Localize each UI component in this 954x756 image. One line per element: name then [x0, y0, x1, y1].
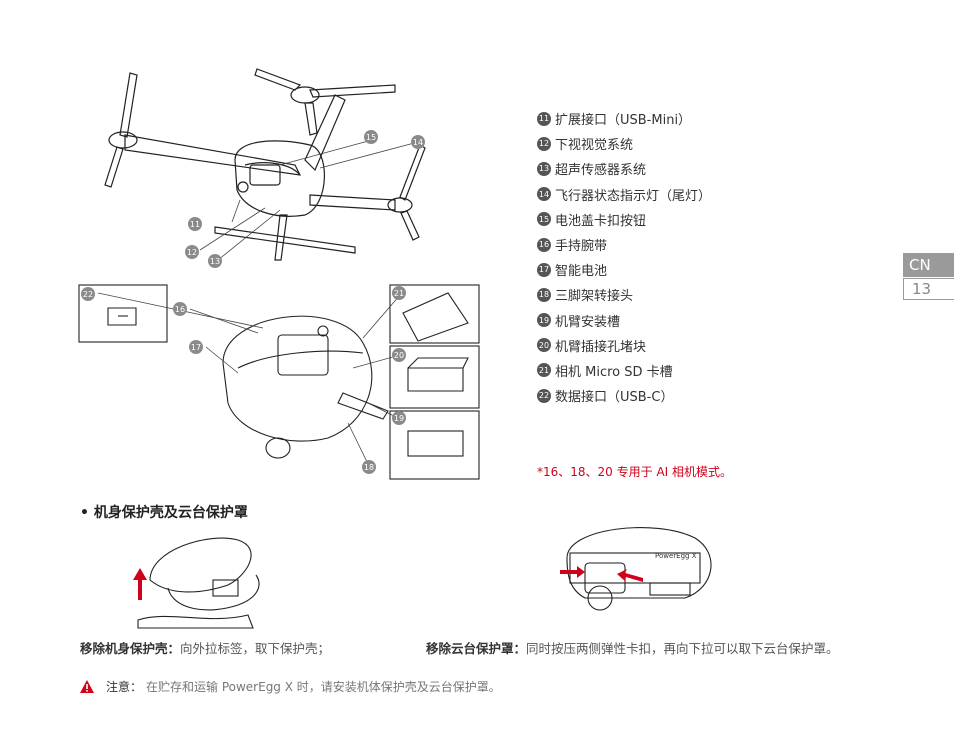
legend-text: 手持腕带	[555, 239, 608, 255]
legend-item: 16 手持腕带	[537, 232, 867, 257]
warning-icon	[80, 680, 94, 693]
callout-15: 15	[364, 130, 378, 144]
legend-item: 19 机臂安装槽	[537, 308, 867, 333]
callout-16: 16	[173, 302, 187, 316]
caption-left-text: 向外拉标签，取下保护壳；	[180, 641, 331, 656]
shell-removal-illustration	[133, 537, 260, 629]
legend-number-badge: 22	[537, 388, 551, 403]
callout-22: 22	[81, 287, 95, 301]
callout-13: 13	[208, 254, 222, 268]
callout-17: 17	[189, 340, 203, 354]
legend-number-badge: 19	[537, 313, 551, 328]
legend-number-badge: 13	[537, 161, 551, 176]
legend-item: 17 智能电池	[537, 257, 867, 282]
legend-text: 智能电池	[555, 264, 608, 280]
legend-number-badge: 15	[537, 212, 551, 227]
ai-camera-note: *16、18、20 专用于 AI 相机模式。	[537, 465, 733, 479]
product-mark: PowerEgg X	[655, 552, 697, 560]
legend-number-badge: 14	[537, 187, 551, 202]
callout-19: 19	[392, 411, 406, 425]
legend-text: 相机 Micro SD 卡槽	[555, 364, 673, 380]
legend-number-badge: 18	[537, 287, 551, 302]
legend-text: 超声传感器系统	[555, 163, 647, 179]
callout-21: 21	[392, 286, 406, 300]
legend-text: 电池盖卡扣按钮	[555, 213, 647, 229]
legend-number-badge: 21	[537, 363, 551, 378]
legend-text: 机臂安装槽	[555, 314, 621, 330]
warning-text: 在贮存和运输 PowerEgg X 时，请安装机体保护壳及云台保护罩。	[146, 680, 501, 694]
legend-number-badge: 11	[537, 111, 551, 126]
legend-item: 20 机臂插接孔堵块	[537, 333, 867, 358]
language-tab: CN	[903, 253, 954, 277]
legend-text: 下视视觉系统	[555, 138, 634, 154]
legend-text: 扩展接口（USB-Mini）	[555, 113, 692, 129]
legend-item: 22 数据接口（USB-C）	[537, 383, 867, 408]
drone-callout-lines	[199, 139, 419, 261]
caption-right-label: 移除云台保护罩：	[426, 641, 527, 656]
callout-20: 20	[392, 348, 406, 362]
legend-text: 飞行器状态指示灯（尾灯）	[555, 188, 712, 204]
page-number: 13	[903, 278, 954, 300]
section-title: • 机身保护壳及云台保护罩	[80, 505, 248, 521]
body-illustration	[78, 284, 480, 480]
callout-12: 12	[185, 245, 199, 259]
warning-note: 注意： 在贮存和运输 PowerEgg X 时，请安装机体保护壳及云台保护罩。	[80, 678, 501, 695]
caption-left-label: 移除机身保护壳：	[80, 641, 181, 656]
legend-number-badge: 17	[537, 262, 551, 277]
legend-item: 15 电池盖卡扣按钮	[537, 207, 867, 232]
caption-left: 移除机身保护壳：向外拉标签，取下保护壳；	[80, 638, 330, 657]
legend-item: 18 三脚架转接头	[537, 282, 867, 307]
warning-label: 注意：	[106, 680, 143, 694]
caption-right: 移除云台保护罩：同时按压两侧弹性卡扣，再向下拉可以取下云台保护罩。	[426, 638, 839, 657]
legend-text: 机臂插接孔堵块	[555, 339, 647, 355]
legend-number-badge: 20	[537, 338, 551, 353]
legend-text: 三脚架转接头	[555, 289, 634, 305]
gimbal-cover-illustration: PowerEgg X	[560, 527, 712, 611]
callout-14: 14	[411, 135, 425, 149]
callout-18: 18	[362, 460, 376, 474]
legend-item: 13 超声传感器系统	[537, 156, 867, 181]
drone-illustration	[104, 68, 426, 261]
legend-item: 12 下视视觉系统	[537, 131, 867, 156]
legend-text: 数据接口（USB-C）	[555, 390, 674, 406]
parts-legend: 11 扩展接口（USB-Mini） 12 下视视觉系统 13 超声传感器系统 14 飞行器状态…	[537, 106, 867, 408]
callout-11: 11	[188, 217, 202, 231]
legend-number-badge: 12	[537, 136, 551, 151]
legend-item: 11 扩展接口（USB-Mini）	[537, 106, 867, 131]
legend-number-badge: 16	[537, 237, 551, 252]
legend-item: 21 相机 Micro SD 卡槽	[537, 358, 867, 383]
legend-item: 14 飞行器状态指示灯（尾灯）	[537, 182, 867, 207]
caption-right-text: 同时按压两侧弹性卡扣，再向下拉可以取下云台保护罩。	[526, 641, 839, 656]
